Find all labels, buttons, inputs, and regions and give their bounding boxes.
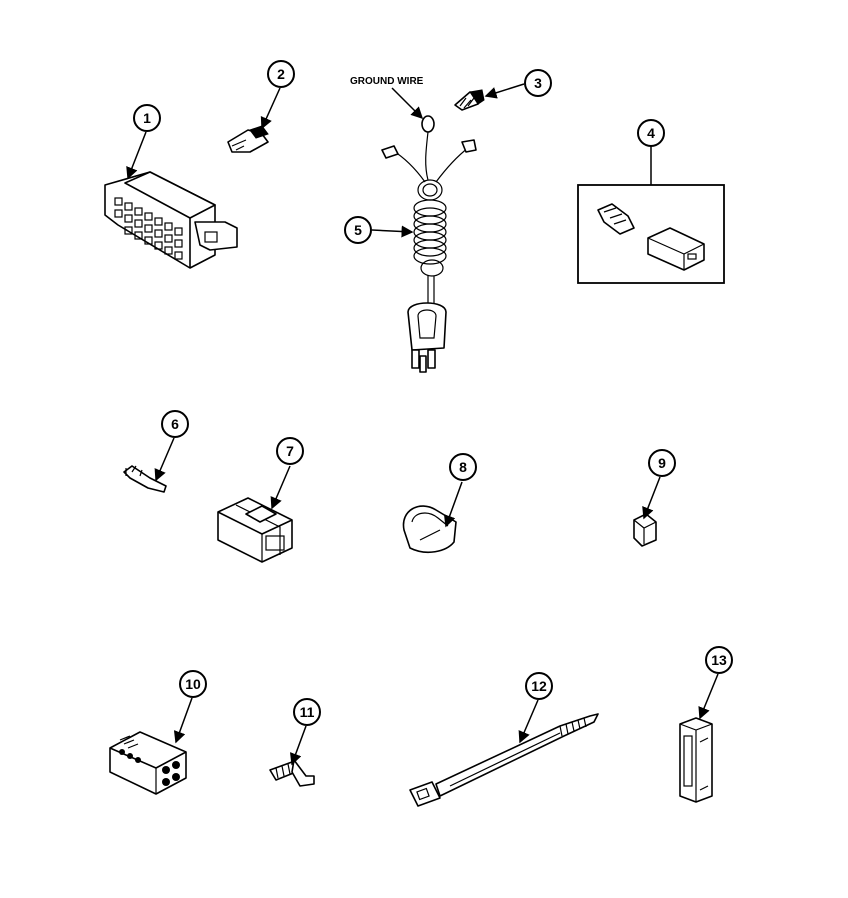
callout-6: 6 [161,410,189,438]
callout-10: 10 [179,670,207,698]
callout-2: 2 [267,60,295,88]
svg-text:5: 5 [354,222,362,238]
part-10-connector [109,731,187,795]
leader-7 [270,465,291,510]
leader-13 [698,673,719,720]
part-9-small-clip [633,513,657,547]
callout-12: 12 [525,672,553,700]
callout-1: 1 [133,104,161,132]
part-13-strip-bracket [679,717,713,803]
svg-text:1: 1 [143,110,151,126]
svg-text:6: 6 [171,416,179,432]
part-7-connector-housing [217,497,293,563]
callout-8: 8 [449,453,477,481]
leader-ground-wire [391,87,424,120]
leader-12 [518,699,539,744]
callout-3: 3 [524,69,552,97]
svg-text:9: 9 [658,455,666,471]
callout-13: 13 [705,646,733,674]
svg-text:12: 12 [531,678,547,694]
ground-wire-label: GROUND WIRE [350,76,424,87]
leader-8 [443,481,463,528]
svg-text:8: 8 [459,459,467,475]
leader-5 [371,225,414,238]
part-2-clip [227,125,269,153]
leader-6 [154,437,175,482]
part-12-cable-tie [409,713,599,807]
part-4-kit-box [577,184,725,284]
callout-5: 5 [344,216,372,244]
callout-9: 9 [648,449,676,477]
svg-text:10: 10 [185,676,201,692]
callout-11: 11 [293,698,321,726]
part-11-rivet [269,759,315,787]
part-3-screw [454,89,485,111]
svg-text:7: 7 [286,443,294,459]
leader-1 [126,131,147,180]
svg-text:2: 2 [277,66,285,82]
leader-2 [260,87,281,130]
callout-4: 4 [637,119,665,147]
leader-10 [173,697,193,744]
part-1-terminal-block [104,171,238,269]
svg-text:11: 11 [300,704,315,720]
part-8-cable-clamp [402,505,457,554]
leader-9 [642,476,661,520]
svg-text:4: 4 [647,125,655,141]
leader-11 [289,725,307,766]
svg-text:3: 3 [534,75,542,91]
part-5-power-cord [381,115,477,373]
leader-3 [484,83,525,99]
callout-7: 7 [276,437,304,465]
svg-text:13: 13 [711,652,727,668]
part-6-terminal [123,465,167,493]
